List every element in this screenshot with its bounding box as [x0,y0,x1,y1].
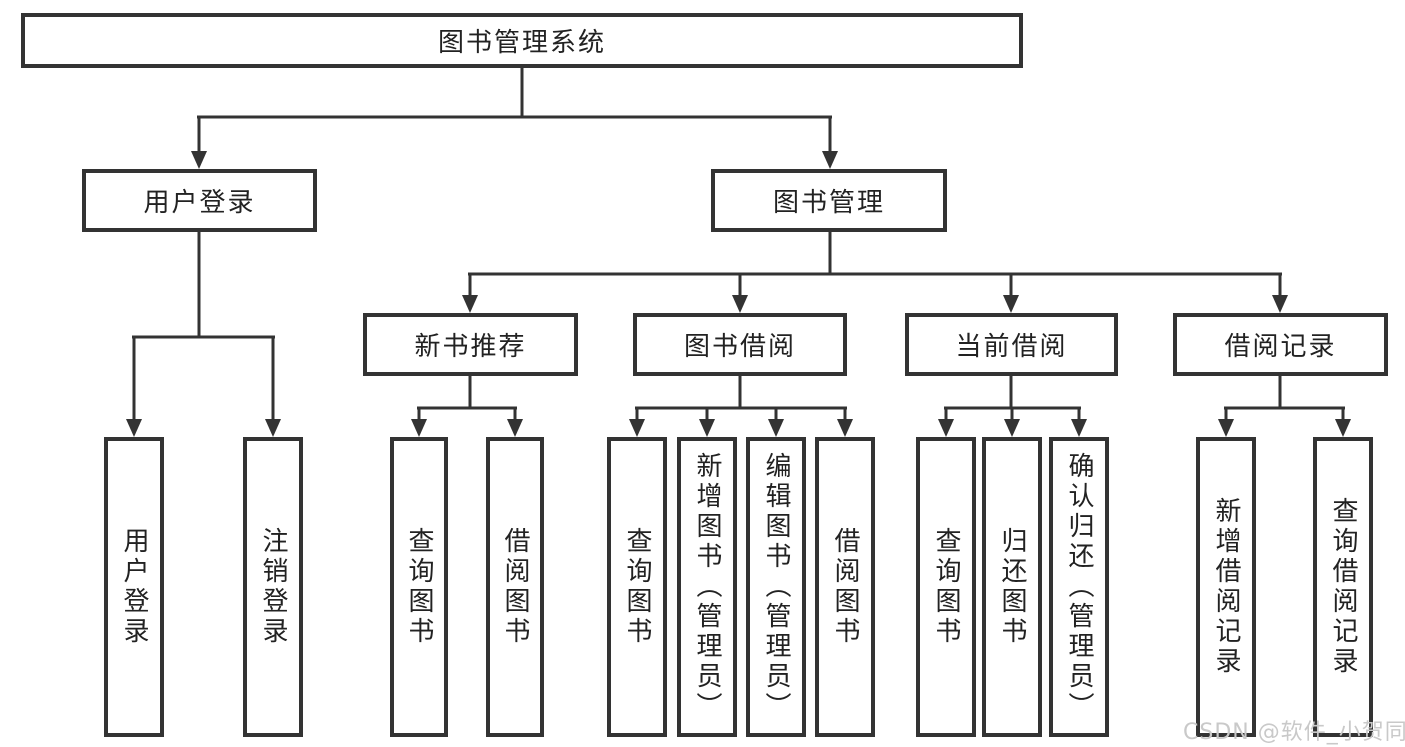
node-current-borrow: 当前借阅 [905,313,1118,376]
leaf-query-borrow-record: 查询借阅记录 [1313,437,1373,737]
node-label: 新书推荐 [414,332,527,362]
leaf-query-books-current: 查询图书 [916,437,976,737]
leaf-add-borrow-record: 新增借阅记录 [1196,437,1256,737]
node-label: 用户登录 [143,188,256,218]
node-label: 图书管理 [772,188,885,218]
node-label: 用户登录 [119,527,149,647]
node-book-management: 图书管理 [711,169,947,232]
node-label: 查询图书 [622,527,652,647]
leaf-user-login: 用户登录 [104,437,164,737]
node-label: 查询图书 [931,527,961,647]
node-label: 图书借阅 [683,332,796,362]
node-label: 借阅记录 [1224,332,1337,362]
node-label: 借阅图书 [500,527,530,647]
node-user-login: 用户登录 [82,169,317,232]
node-label: 查询借阅记录 [1328,497,1358,677]
node-label: 注销登录 [258,527,288,647]
node-borrow-records: 借阅记录 [1173,313,1388,376]
leaf-add-book-admin: 新增图书（管理员） [677,437,737,737]
leaf-borrow-books-recommend: 借阅图书 [486,437,544,737]
node-label: 借阅图书 [830,527,860,647]
node-new-book-recommend: 新书推荐 [363,313,578,376]
leaf-query-books-recommend: 查询图书 [390,437,448,737]
leaf-confirm-return-admin: 确认归还（管理员） [1049,437,1109,737]
leaf-return-book: 归还图书 [982,437,1042,737]
node-book-management-system: 图书管理系统 [21,13,1023,68]
csdn-watermark: CSDN @软件_小贺同学 [1183,720,1405,745]
node-label: 当前借阅 [955,332,1068,362]
leaf-edit-book-admin: 编辑图书（管理员） [746,437,806,737]
node-label: 确认归还（管理员） [1064,452,1094,722]
node-label: 查询图书 [404,527,434,647]
node-label: 归还图书 [997,527,1027,647]
node-label: 新增图书（管理员） [692,452,722,722]
leaf-borrow-books: 借阅图书 [815,437,875,737]
leaf-query-books-borrow: 查询图书 [607,437,667,737]
node-label: 新增借阅记录 [1211,497,1241,677]
node-label: 图书管理系统 [437,28,606,58]
node-book-borrow: 图书借阅 [633,313,847,376]
leaf-logout: 注销登录 [243,437,303,737]
node-label: 编辑图书（管理员） [761,452,791,722]
